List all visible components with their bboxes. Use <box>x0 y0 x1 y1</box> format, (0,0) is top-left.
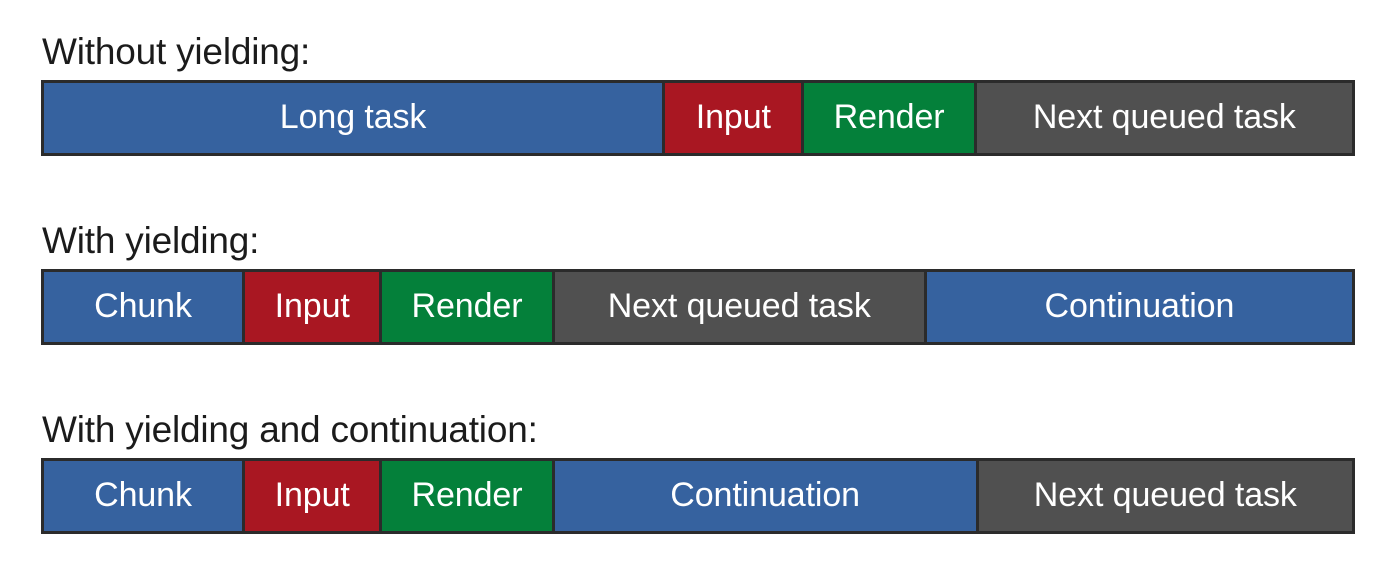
timeline-segment-label: Render <box>833 98 945 136</box>
timeline-segment: Render <box>382 461 555 531</box>
timeline-segment: Next queued task <box>976 83 1352 153</box>
timeline-segment: Render <box>382 272 555 342</box>
timeline-bar: Long task Input Render Next queued task <box>41 80 1355 156</box>
timeline-row-label: With yielding: <box>42 220 260 261</box>
timeline-row: With yielding and continuation: Chunk Inpu… <box>41 408 1355 534</box>
timeline-segment-label: Next queued task <box>1033 476 1297 514</box>
timeline-segment-label: Input <box>274 476 350 514</box>
timeline-segment-label: Render <box>411 287 523 325</box>
timeline-segment-label: Chunk <box>94 476 192 514</box>
timeline-segment-label: Continuation <box>1044 287 1235 325</box>
timeline-row-label: With yielding and continuation: <box>42 409 538 450</box>
timeline-segment: Long task <box>44 83 666 153</box>
timeline-segment-label: Next queued task <box>1032 98 1296 136</box>
timeline-segment-label: Next queued task <box>607 287 871 325</box>
timeline-row-label: Without yielding: <box>42 31 311 72</box>
timeline-segment-label: Render <box>411 476 523 514</box>
timeline-segment-label: Continuation <box>670 476 860 514</box>
timeline-segment: Input <box>245 461 383 531</box>
timeline-segment-label: Input <box>695 98 771 136</box>
timeline-segment: Next queued task <box>554 272 927 342</box>
timeline-segment: Input <box>245 272 383 342</box>
timeline-segment-label: Long task <box>279 98 427 136</box>
timeline-segment: Chunk <box>44 272 246 342</box>
timeline-row: Without yielding: Long task Input Render Nex… <box>41 30 1355 156</box>
timeline-segment: Next queued task <box>978 461 1352 531</box>
timeline-bar: Chunk Input Render Continuation Next queued … <box>41 458 1355 534</box>
timeline-segment-label: Input <box>274 287 350 325</box>
timeline-segment: Render <box>804 83 977 153</box>
timeline-segment: Continuation <box>554 461 979 531</box>
timeline-segment: Chunk <box>44 461 246 531</box>
timeline-segment: Input <box>665 83 805 153</box>
timeline-row: With yielding: Chunk Input Render Next queue… <box>41 219 1355 345</box>
timeline-segment: Continuation <box>926 272 1352 342</box>
timeline-bar: Chunk Input Render Next queued task Continua… <box>41 269 1355 345</box>
timeline-segment-label: Chunk <box>94 287 192 325</box>
